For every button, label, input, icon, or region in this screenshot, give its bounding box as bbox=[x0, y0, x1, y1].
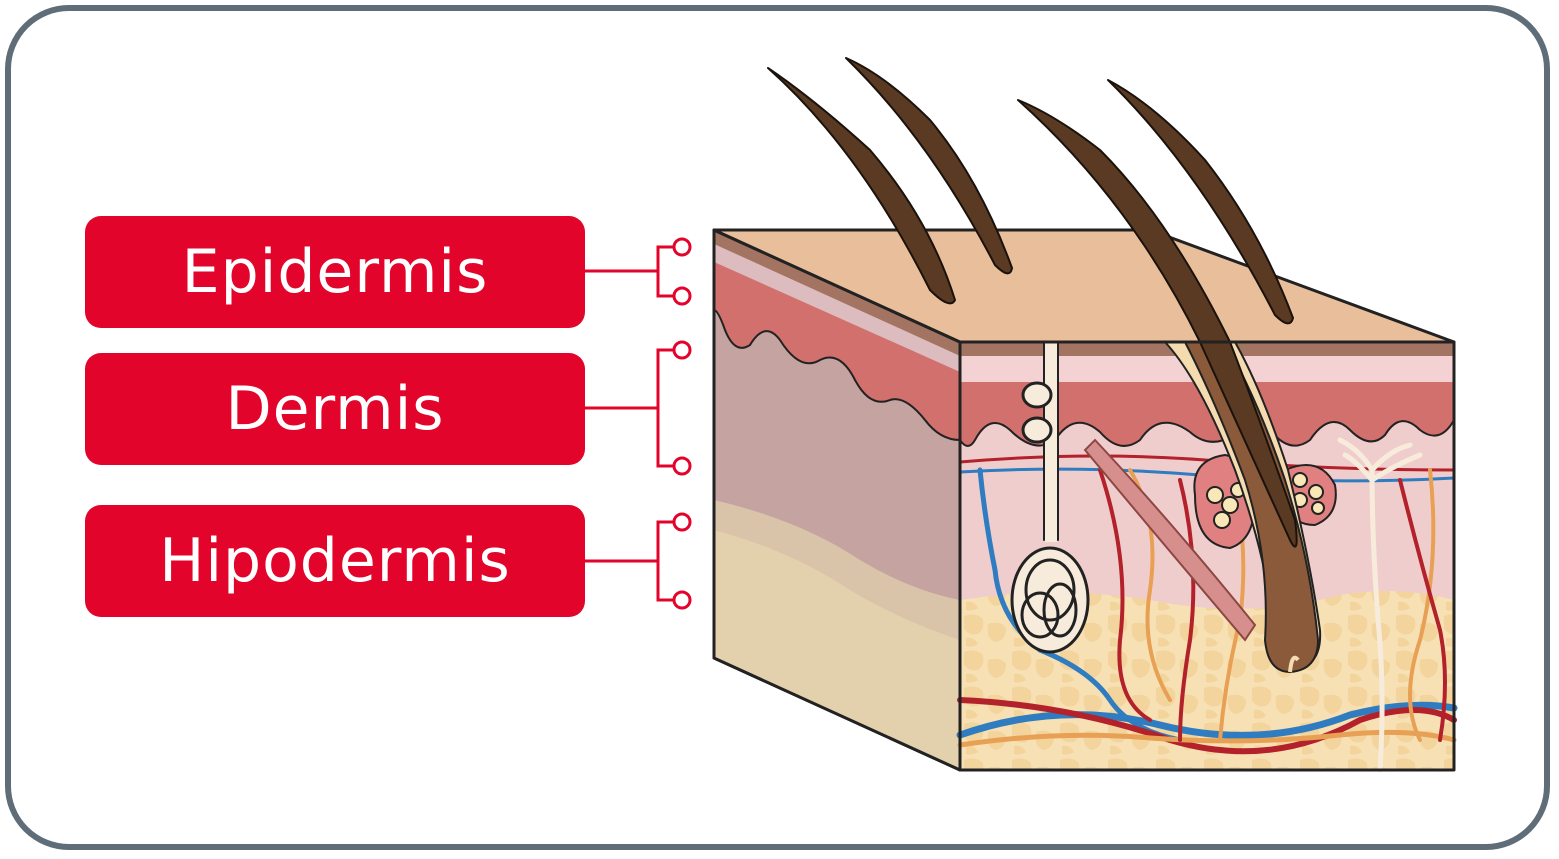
hipodermis-label: Hipodermis bbox=[85, 505, 585, 617]
epidermis-connector bbox=[585, 237, 692, 306]
hair-follicle bbox=[1162, 341, 1322, 674]
nerve-ending bbox=[1337, 437, 1423, 773]
skin-block-left-face bbox=[712, 228, 962, 772]
arrector-pili-muscle bbox=[1083, 438, 1257, 642]
sweat-gland bbox=[1010, 310, 1090, 654]
hair-shafts bbox=[767, 57, 1298, 548]
skin-block-outline bbox=[958, 340, 1456, 772]
dermis-label: Dermis bbox=[85, 353, 585, 465]
dermis-connector bbox=[585, 340, 692, 476]
epidermis-label: Epidermis bbox=[85, 216, 585, 328]
hipodermis-connector bbox=[585, 512, 692, 610]
